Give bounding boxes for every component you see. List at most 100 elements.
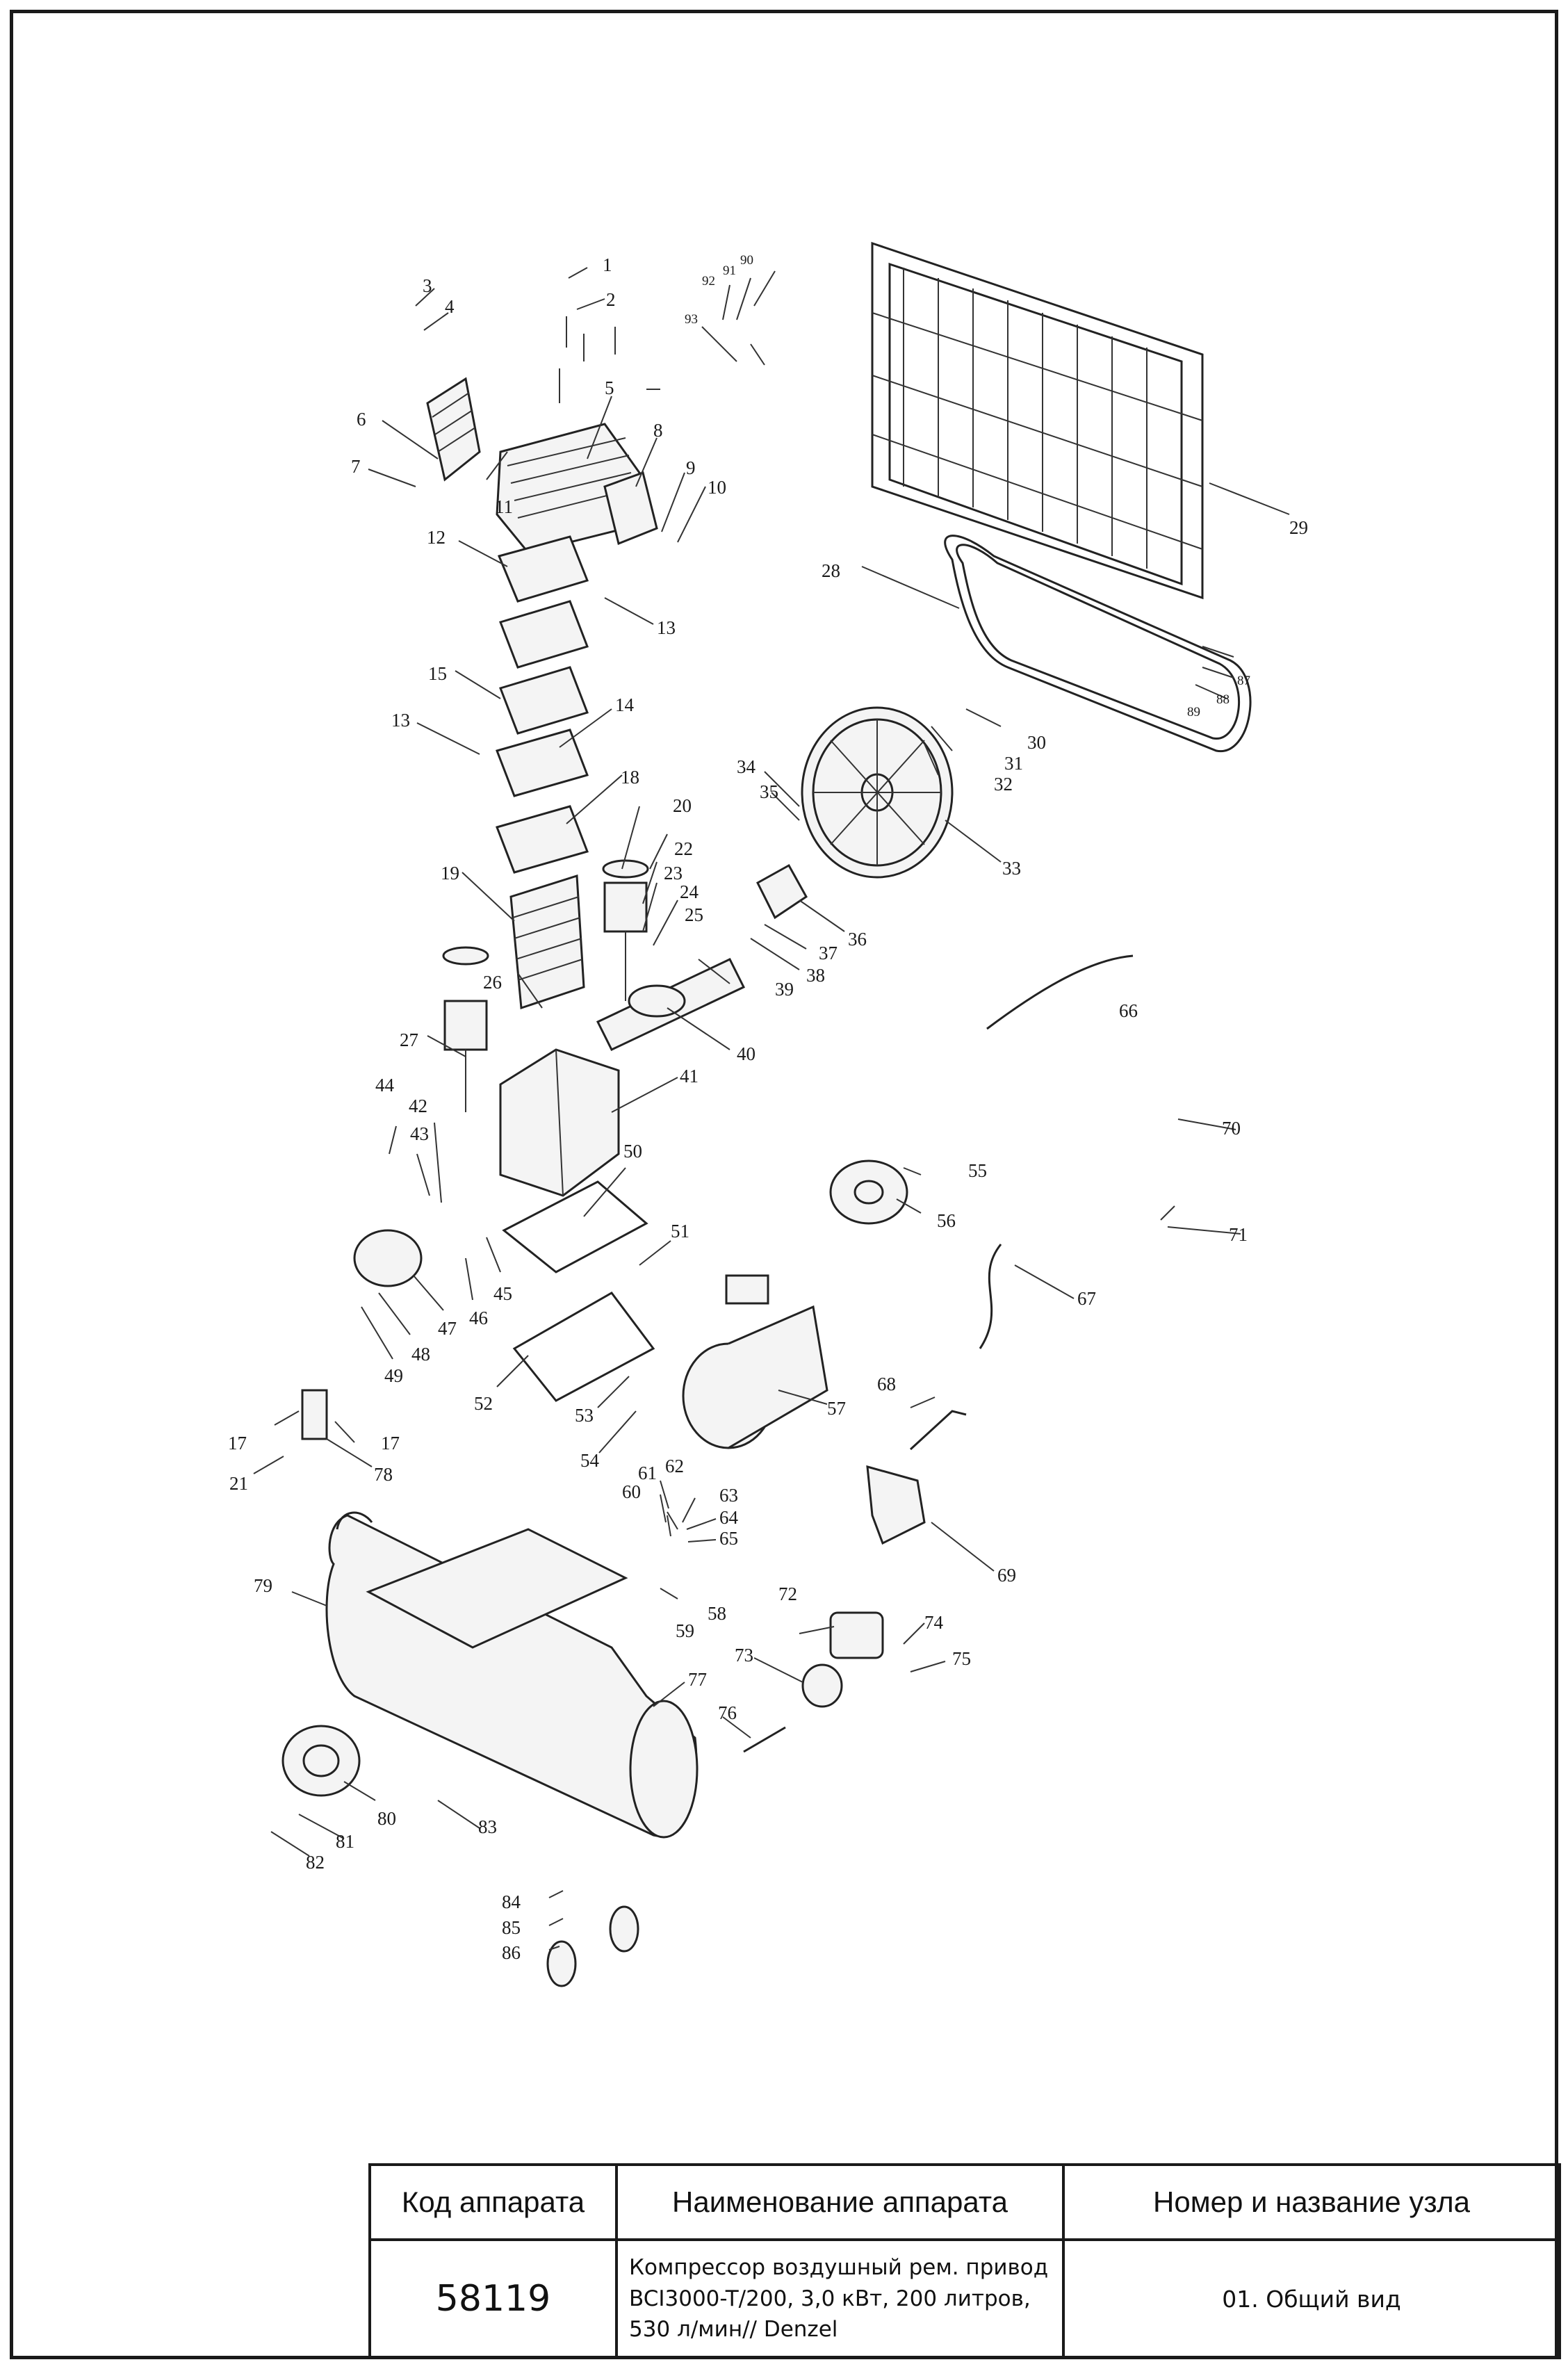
- callout: 1: [603, 254, 612, 275]
- callout: 28: [822, 560, 840, 581]
- callout: 21: [229, 1473, 248, 1494]
- header-device-name: Наименование аппарата: [615, 2163, 1065, 2241]
- callout: 60: [622, 1481, 641, 1502]
- callout: 91: [723, 263, 736, 278]
- callout: 43: [410, 1123, 429, 1144]
- callout: 38: [806, 965, 825, 986]
- part-shapes: [281, 241, 1252, 1987]
- callout: 10: [708, 477, 726, 498]
- callout: 13: [657, 617, 676, 638]
- device-code: 58119: [368, 2238, 618, 2359]
- callout: 65: [719, 1528, 738, 1549]
- callout: 51: [671, 1221, 689, 1242]
- callout: 52: [474, 1393, 493, 1414]
- callout: 20: [673, 795, 692, 816]
- callout: 33: [1002, 858, 1021, 879]
- callout: 35: [760, 781, 778, 802]
- callout: 63: [719, 1485, 738, 1506]
- callout: 69: [997, 1565, 1016, 1586]
- leader-lines: [253, 267, 1290, 1951]
- callout: 25: [685, 904, 703, 925]
- callout: 88: [1216, 692, 1230, 707]
- callout: 9: [686, 457, 696, 478]
- callout: 2: [606, 289, 616, 310]
- callout: 64: [719, 1507, 739, 1528]
- callout: 81: [336, 1831, 354, 1852]
- callout: 15: [428, 663, 447, 684]
- callout: 48: [411, 1344, 430, 1365]
- callout: 6: [357, 409, 366, 430]
- callout: 79: [254, 1575, 272, 1596]
- callout: 53: [575, 1405, 594, 1426]
- callout: 27: [400, 1029, 418, 1050]
- callout: 76: [718, 1702, 737, 1723]
- callout: 45: [493, 1283, 512, 1304]
- callout: 70: [1222, 1118, 1241, 1139]
- callout: 12: [427, 527, 446, 548]
- callout: 87: [1237, 674, 1250, 688]
- callout: 93: [685, 312, 698, 327]
- callout: 82: [306, 1852, 325, 1873]
- callout: 62: [665, 1456, 684, 1476]
- callout: 55: [968, 1160, 987, 1181]
- callout: 36: [848, 929, 867, 950]
- callout: 90: [740, 253, 753, 268]
- callout: 86: [502, 1942, 521, 1963]
- callout: 78: [374, 1464, 393, 1485]
- callout: 92: [702, 274, 715, 288]
- callout: 24: [680, 881, 699, 902]
- callout: 59: [676, 1620, 694, 1641]
- callout: 4: [445, 296, 455, 317]
- callout: 71: [1229, 1224, 1248, 1245]
- callout: 67: [1077, 1288, 1096, 1309]
- callout: 61: [638, 1463, 657, 1483]
- callout: 47: [438, 1318, 457, 1339]
- callout: 77: [688, 1669, 707, 1690]
- callout: 58: [708, 1603, 726, 1624]
- callout: 56: [937, 1210, 956, 1231]
- header-node-name: Номер и название узла: [1062, 2163, 1561, 2241]
- callout: 39: [775, 979, 794, 1000]
- callout: 46: [469, 1308, 488, 1328]
- callout: 14: [615, 694, 635, 715]
- callout: 66: [1119, 1000, 1138, 1021]
- callout: 31: [1004, 753, 1023, 774]
- callout: 32: [994, 774, 1013, 795]
- callout: 29: [1289, 517, 1308, 538]
- node-name: 01. Общий вид: [1062, 2238, 1561, 2359]
- exploded-view-drawing: 1 2 3 4 5 6 7 8 9 10 11 12 13 13 14 15 1…: [228, 241, 1308, 1987]
- callout: 72: [778, 1584, 797, 1604]
- callout: 37: [819, 943, 838, 963]
- callout: 23: [664, 863, 683, 884]
- callout: 83: [478, 1816, 497, 1837]
- callout: 41: [680, 1066, 699, 1086]
- callout: 11: [495, 496, 513, 517]
- callout: 50: [623, 1141, 642, 1162]
- callout: 75: [952, 1648, 971, 1669]
- callout: 80: [377, 1808, 396, 1829]
- callout: 73: [735, 1645, 753, 1666]
- callout: 84: [502, 1891, 521, 1912]
- callout: 89: [1187, 705, 1200, 719]
- title-block-table: Код аппарата Наименование аппарата Номер…: [368, 2163, 1561, 2359]
- callout: 13: [391, 710, 410, 731]
- callout: 7: [351, 456, 361, 477]
- callout: 85: [502, 1917, 521, 1938]
- title-block-value-row: 58119 Компрессор воздушный рем. привод B…: [368, 2238, 1561, 2359]
- callout: 44: [375, 1075, 395, 1096]
- callout: 68: [877, 1374, 896, 1394]
- callout: 49: [384, 1365, 403, 1386]
- callout: 19: [441, 863, 459, 884]
- callout: 3: [423, 275, 432, 296]
- callout: 22: [674, 838, 693, 859]
- callout: 18: [621, 767, 639, 788]
- header-device-code: Код аппарата: [368, 2163, 618, 2241]
- callout: 5: [605, 377, 614, 398]
- callout: 57: [827, 1398, 846, 1419]
- callout: 8: [653, 420, 663, 441]
- callout: 34: [737, 756, 756, 777]
- callout: 17: [228, 1433, 247, 1454]
- callout: 42: [409, 1096, 427, 1116]
- callout: 17: [381, 1433, 400, 1454]
- callout: 30: [1027, 732, 1046, 753]
